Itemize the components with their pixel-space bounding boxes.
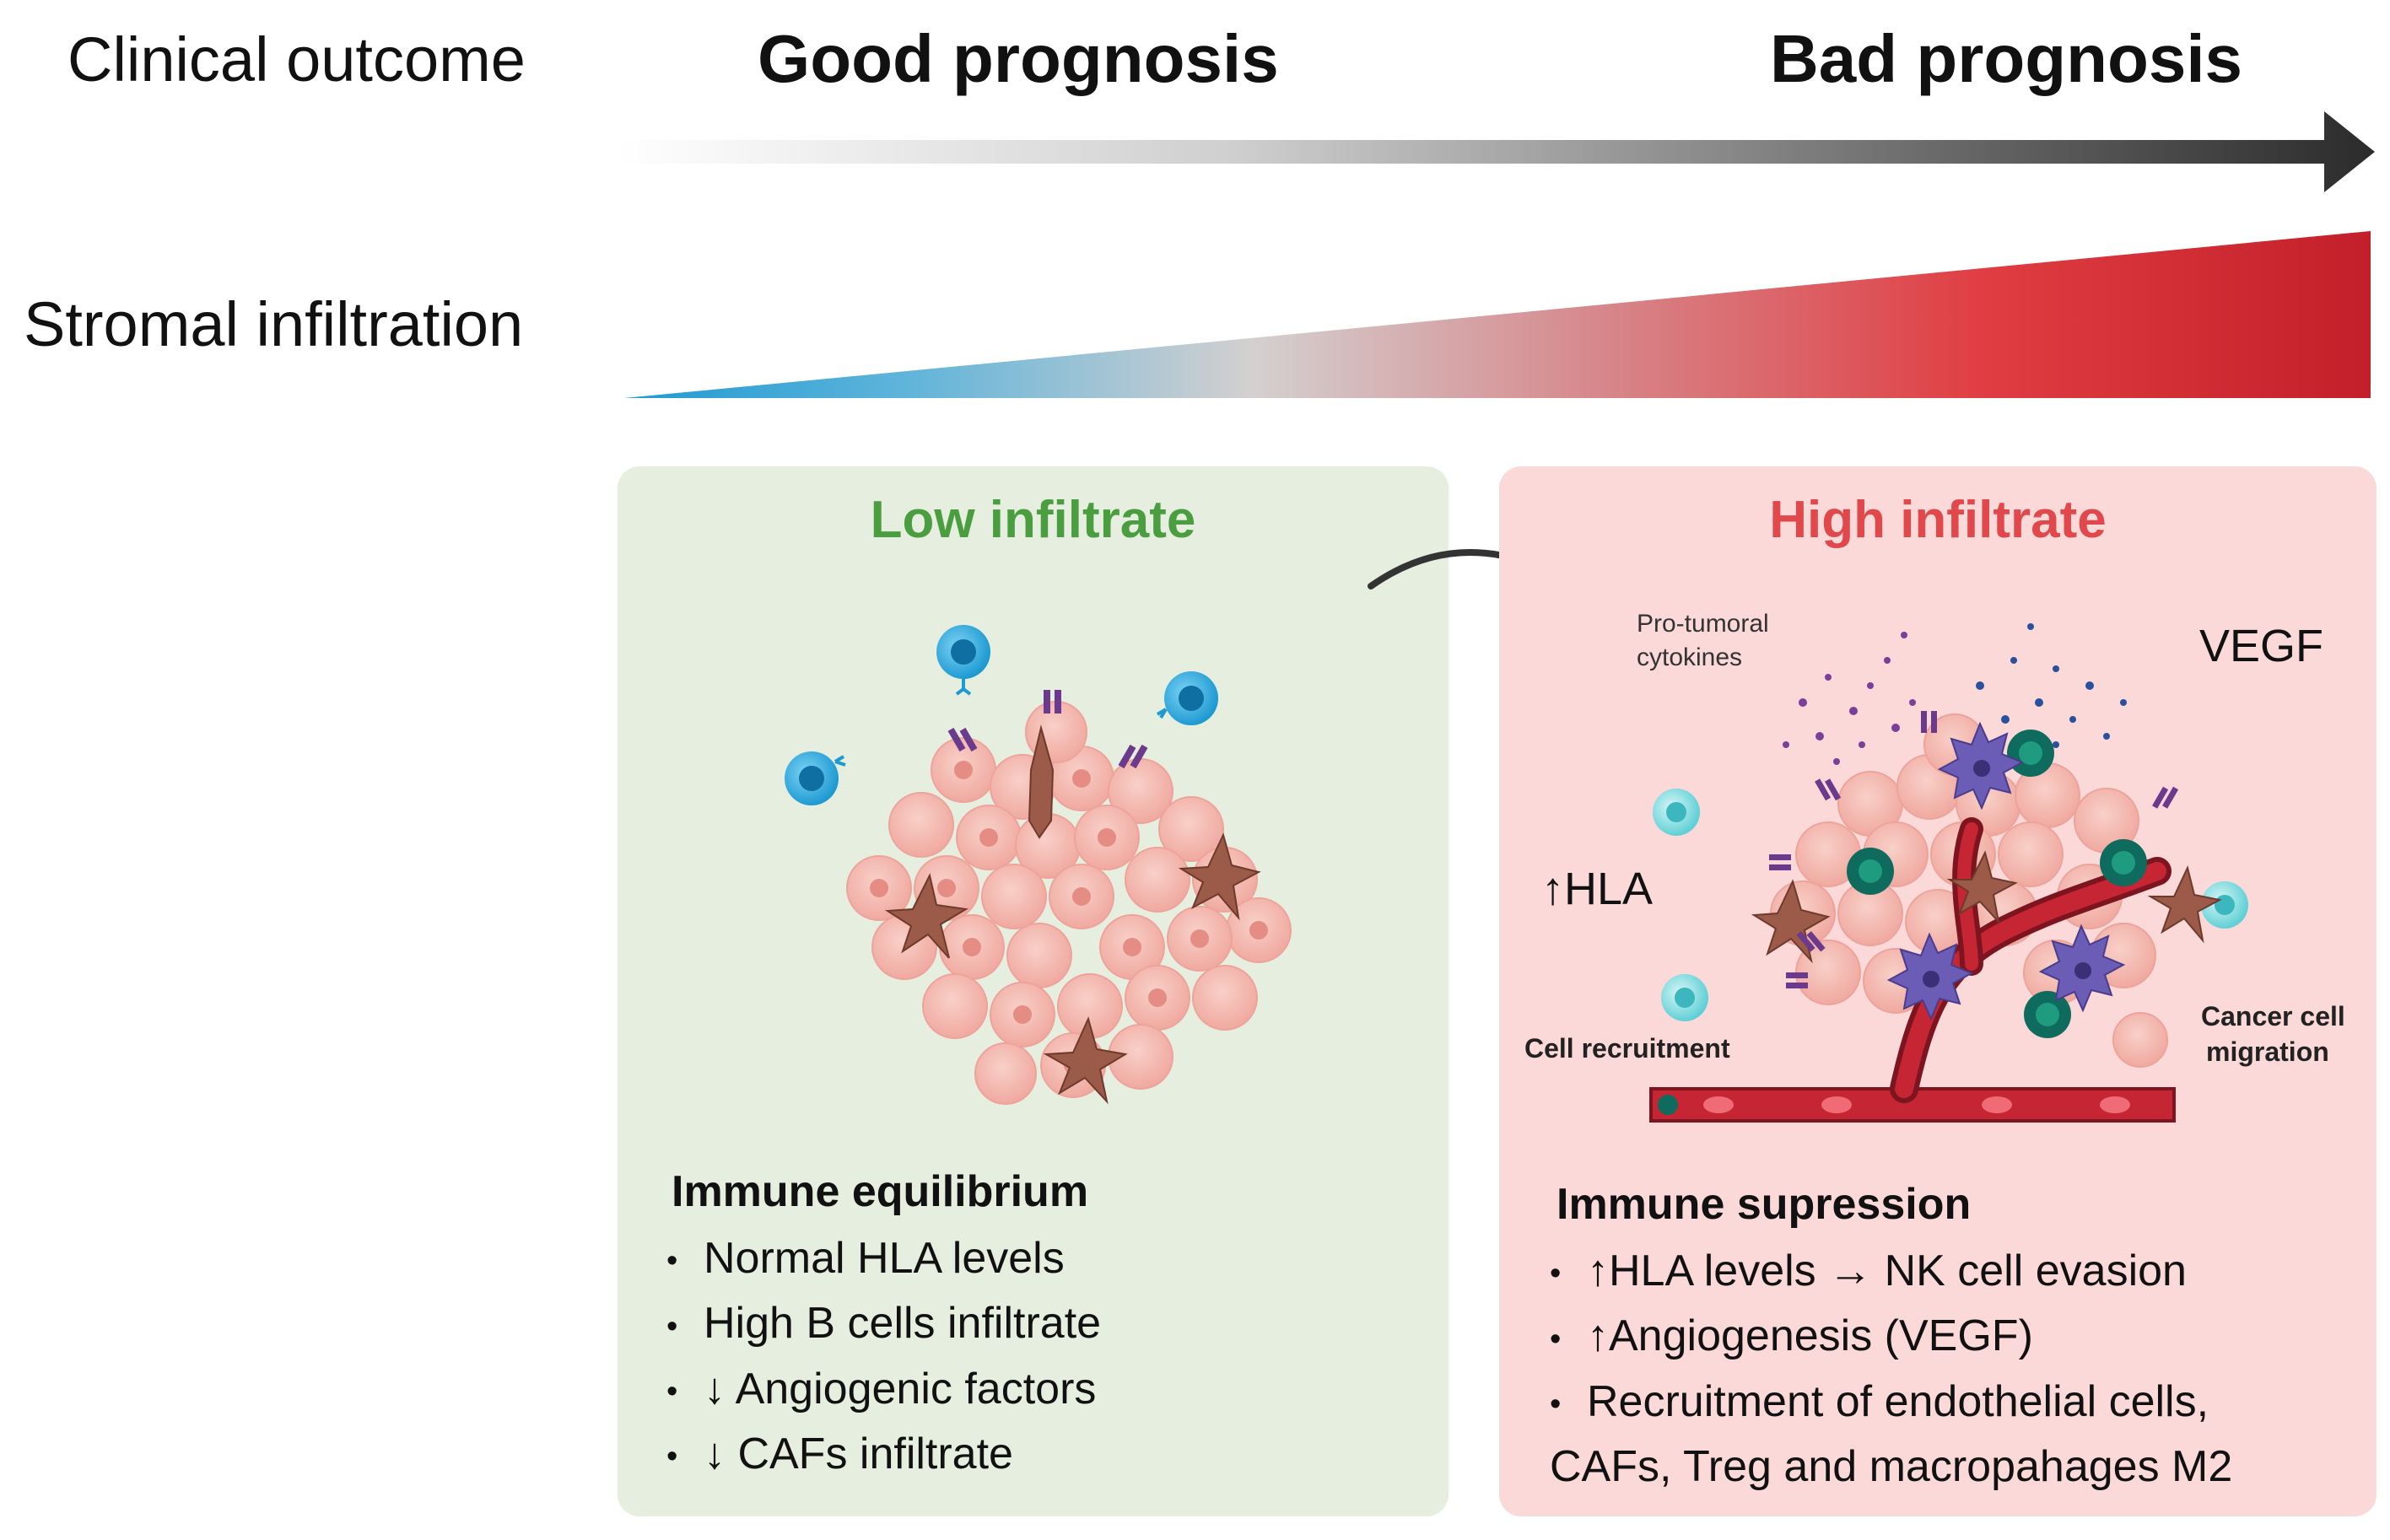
hla-label: ↑HLA [1541,864,1654,914]
stromal-infiltration-wedge [624,231,2371,398]
low-section-title: Immune equilibrium [672,1167,1089,1216]
list-item: •Normal HLA levels [666,1234,1065,1283]
list-item: •↑Angiogenesis (VEGF) [1550,1311,2033,1361]
vegf-label: VEGF [2199,621,2324,671]
pro-tumoral-label-line2: cytokines [1637,643,1743,671]
list-item: •↑HLA levels → NK cell evasion [1550,1247,2187,1295]
cell-recruitment-label: Cell recruitment [1524,1033,1730,1063]
low-infiltrate-title: Low infiltrate [870,491,1196,549]
list-item: •↓ Angiogenic factors [666,1364,1097,1413]
bad-prognosis-label: Bad prognosis [1770,21,2243,96]
good-prognosis-label: Good prognosis [758,21,1279,96]
high-section-title: Immune supression [1556,1180,1972,1229]
stromal-infiltration-label: Stromal infiltration [24,289,524,359]
low-bullet-list: •Normal HLA levels •High B cells infiltr… [666,1227,1101,1488]
high-infiltrate-illustration [1649,623,2248,1123]
high-infiltrate-panel: High infiltrate [1499,466,2377,1516]
list-item: •Recruitment of endothelial cells, [1550,1376,2209,1426]
high-infiltrate-title: High infiltrate [1769,491,2107,549]
clinical-outcome-label: Clinical outcome [67,24,526,94]
cancer-cell-label-line1: Cancer cell [2201,1001,2345,1031]
clinical-outcome-arrow [616,111,2375,192]
list-item: •High B cells infiltrate [666,1299,1102,1349]
list-item: •↓ CAFs infiltrate [666,1429,1013,1478]
low-infiltrate-panel: Low infiltrate [618,466,1449,1516]
list-item-continuation: CAFs, Treg and macropahages M2 [1550,1441,2233,1491]
cancer-cell-label-line2: migration [2206,1037,2329,1067]
pro-tumoral-label-line1: Pro-tumoral [1637,610,1769,638]
high-bullet-list: •↑HLA levels → NK cell evasion •↑Angioge… [1550,1240,2232,1498]
low-infiltrate-illustration [785,625,1292,1105]
